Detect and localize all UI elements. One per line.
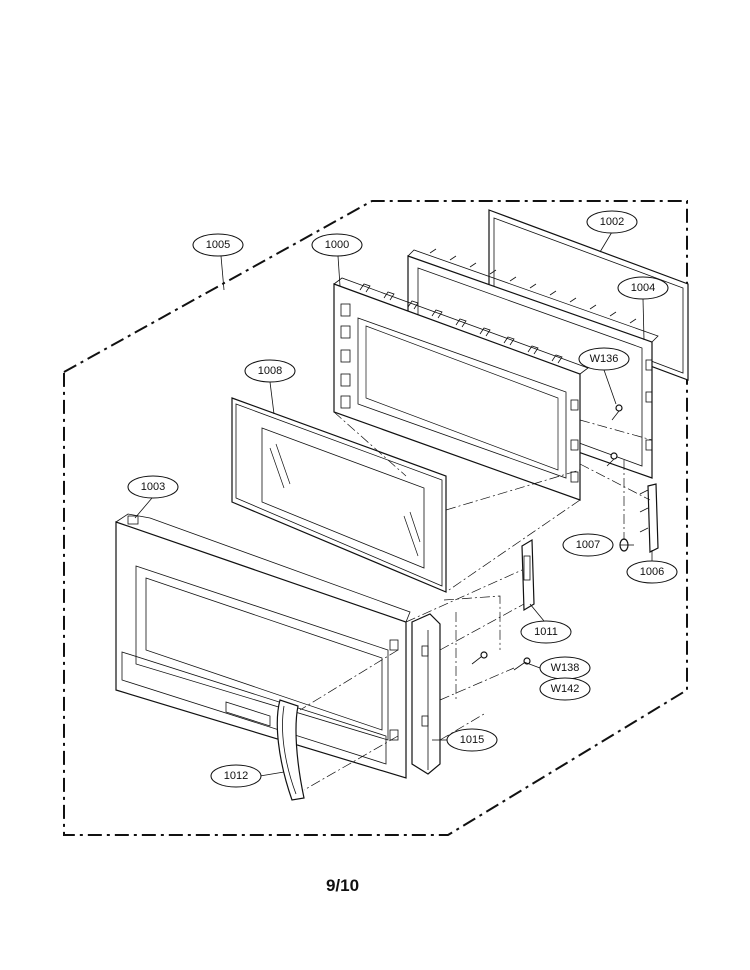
- callout-label: 1006: [640, 566, 664, 578]
- callout-label: 1002: [600, 216, 624, 228]
- assembly-boundary: [63, 200, 688, 836]
- callout-label: 1003: [141, 481, 165, 493]
- part-1012-door-handle: [276, 699, 305, 801]
- screw-w136: [606, 404, 623, 467]
- screw-w138: [471, 651, 531, 671]
- leader-lines: [134, 231, 653, 777]
- callout-label: W138: [551, 662, 580, 674]
- callout-1000: 1000: [311, 233, 363, 257]
- callout-1015: 1015: [446, 728, 498, 752]
- callout-label: 1012: [224, 770, 248, 782]
- part-1011-latch-bracket: [521, 538, 535, 612]
- callout-label: 1008: [258, 365, 282, 377]
- callout-label: 1011: [534, 626, 558, 638]
- callout-w142: W142: [539, 677, 591, 701]
- callout-1002: 1002: [586, 210, 638, 234]
- callout-w138: W138: [539, 656, 591, 680]
- page-number: 9/10: [325, 876, 360, 895]
- callout-1003: 1003: [127, 475, 179, 499]
- callout-label: W142: [551, 683, 580, 695]
- callout-1008: 1008: [244, 359, 296, 383]
- part-1015-hinge-strip: [411, 613, 441, 775]
- assembly-guide-lines: [299, 411, 653, 791]
- callout-1005: 1005: [192, 233, 244, 257]
- callout-1012: 1012: [210, 764, 262, 788]
- callout-w136: W136: [578, 347, 630, 371]
- callout-label: 1005: [206, 239, 230, 251]
- part-1003-door-front: [115, 513, 411, 779]
- callout-label: 1015: [460, 734, 484, 746]
- callout-1006: 1006: [626, 560, 678, 584]
- callout-label: 1000: [325, 239, 349, 251]
- callout-1007: 1007: [562, 533, 614, 557]
- callout-label: 1007: [576, 539, 600, 551]
- part-1006-latch-hook: [639, 483, 659, 553]
- callout-label: 1004: [631, 282, 655, 294]
- callout-1004: 1004: [617, 276, 669, 300]
- callout-1011: 1011: [520, 620, 572, 644]
- callout-label: W136: [590, 353, 619, 365]
